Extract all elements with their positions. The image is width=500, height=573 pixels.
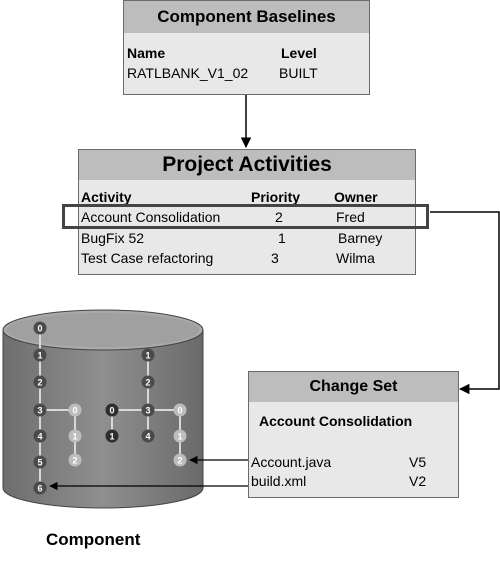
- version-node: 2: [141, 375, 155, 389]
- selected-activity-highlight: [62, 204, 429, 229]
- version-node: 2: [173, 453, 187, 467]
- priority-header: Priority: [251, 189, 301, 205]
- version-node: 2: [68, 453, 82, 467]
- activity-priority: 1: [278, 230, 286, 246]
- svg-text:4: 4: [37, 432, 42, 442]
- component-baselines-title: Component Baselines: [124, 1, 369, 33]
- svg-text:1: 1: [145, 351, 150, 361]
- version-node: 1: [141, 348, 155, 362]
- version-node: 4: [33, 429, 47, 443]
- svg-text:5: 5: [37, 458, 42, 468]
- svg-text:3: 3: [145, 406, 150, 416]
- svg-text:3: 3: [37, 406, 42, 416]
- svg-text:1: 1: [72, 432, 77, 442]
- svg-text:1: 1: [177, 432, 182, 442]
- activity-priority: 2: [275, 209, 283, 225]
- activity-name: Account Consolidation: [81, 209, 221, 225]
- change-set-file-name: Account.java: [251, 454, 332, 470]
- version-node: 0: [33, 321, 47, 335]
- version-nodes: 0 1 2 3 4 5 6 0 1 2 1 2 3 4 0 1 0 1 2: [33, 321, 187, 495]
- project-activities-box: Project Activities Activity Priority Own…: [78, 149, 416, 275]
- change-set-title: Change Set: [249, 372, 458, 402]
- version-node: 1: [173, 429, 187, 443]
- activity-owner: Barney: [338, 230, 383, 246]
- component-cylinder: [2, 309, 204, 509]
- component-baselines-box: Component Baselines Name Level RATLBANK_…: [123, 0, 370, 95]
- version-node: 3: [33, 403, 47, 417]
- baselines-name-header: Name: [127, 45, 166, 61]
- activity-owner: Wilma: [336, 250, 375, 266]
- svg-text:2: 2: [72, 456, 77, 466]
- svg-text:2: 2: [177, 456, 182, 466]
- baseline-level: BUILT: [279, 65, 318, 81]
- change-set-box: Change Set Account Consolidation Account…: [248, 371, 459, 498]
- svg-text:2: 2: [145, 378, 150, 388]
- svg-text:1: 1: [37, 351, 42, 361]
- version-node: 6: [33, 481, 47, 495]
- change-set-file-version: V2: [409, 473, 427, 489]
- svg-text:0: 0: [72, 406, 77, 416]
- owner-header: Owner: [334, 189, 378, 205]
- version-node: 5: [33, 455, 47, 469]
- baselines-level-header: Level: [281, 45, 317, 61]
- version-node: 4: [141, 429, 155, 443]
- svg-text:2: 2: [37, 378, 42, 388]
- svg-text:0: 0: [37, 324, 42, 334]
- version-node: 0: [105, 403, 119, 417]
- change-set-file-version: V5: [409, 454, 427, 470]
- version-node: 3: [141, 403, 155, 417]
- version-node: 2: [33, 375, 47, 389]
- version-node: 1: [68, 429, 82, 443]
- project-activities-title: Project Activities: [79, 150, 415, 180]
- activity-priority: 3: [271, 250, 279, 266]
- svg-text:0: 0: [109, 406, 114, 416]
- change-set-activity: Account Consolidation: [259, 413, 413, 429]
- svg-text:0: 0: [177, 406, 182, 416]
- version-node: 0: [68, 403, 82, 417]
- svg-text:4: 4: [145, 432, 150, 442]
- svg-text:6: 6: [37, 484, 42, 494]
- change-set-file-name: build.xml: [251, 473, 307, 489]
- activity-to-changeset-arrow: [430, 211, 500, 395]
- version-node: 0: [173, 403, 187, 417]
- activity-header: Activity: [81, 189, 132, 205]
- activity-name: BugFix 52: [81, 230, 145, 246]
- activity-owner: Fred: [336, 209, 365, 225]
- svg-text:1: 1: [109, 432, 114, 442]
- component-label: Component: [46, 530, 141, 549]
- version-node: 1: [105, 429, 119, 443]
- activity-name: Test Case refactoring: [81, 250, 214, 266]
- baseline-name: RATLBANK_V1_02: [127, 65, 249, 81]
- version-node: 1: [33, 348, 47, 362]
